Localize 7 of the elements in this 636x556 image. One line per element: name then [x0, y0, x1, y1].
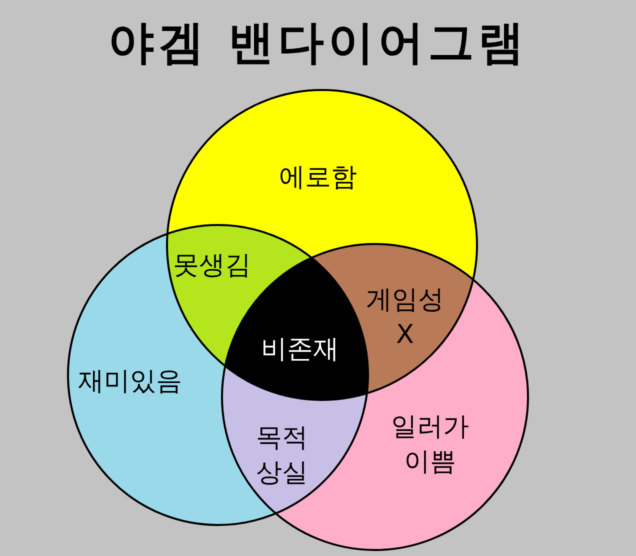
- region-label: 게임성 X: [360, 282, 450, 354]
- region-label: 못생김: [147, 248, 277, 284]
- region-label: 재미있음: [65, 364, 195, 400]
- diagram-title: 야겜 밴다이어그램: [108, 14, 528, 71]
- region-label: 일러가 이쁨: [386, 410, 474, 480]
- region-label: 목적 상실: [250, 420, 314, 492]
- region-label: 에로함: [253, 160, 383, 196]
